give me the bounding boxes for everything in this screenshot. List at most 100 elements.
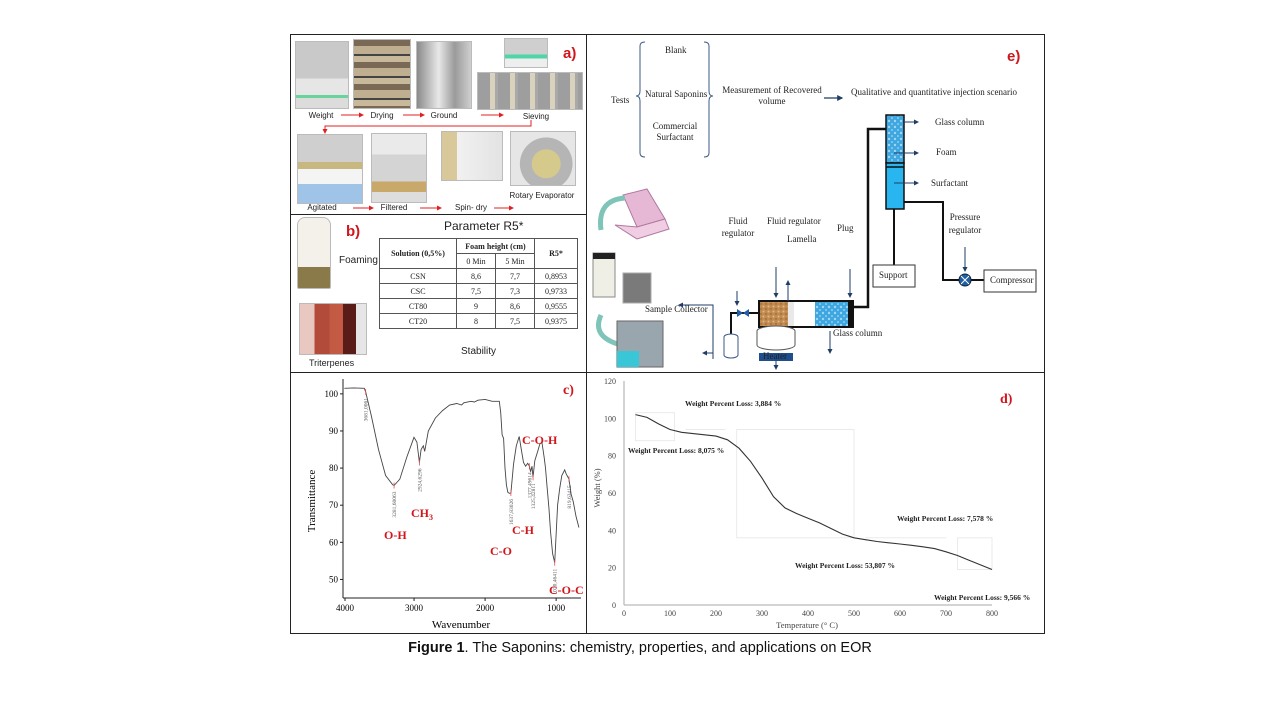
fluid-regulator-valve — [737, 309, 749, 317]
valve-x2 — [960, 275, 970, 285]
test-natural-saponins: Natural Saponins — [645, 89, 708, 99]
pipe-column-reactor — [853, 127, 886, 309]
cell-r5: 0,8953 — [534, 268, 578, 284]
tga-x-tick-label: 0 — [622, 609, 626, 618]
tests-label: Tests — [611, 95, 630, 105]
scenario-label: Qualitative and quantitative injection s… — [851, 87, 1017, 97]
eor-diagram — [592, 41, 1037, 370]
annotation-loss-8075: Weight Percent Loss: 8,075 % — [628, 446, 724, 455]
ch3-subscript: 3 — [429, 513, 433, 522]
pressure-regulator-label: Pressure regulator — [948, 212, 982, 235]
ftir-y-tick-label: 70 — [329, 500, 339, 510]
measurement-label: Measurement of Recovered volume — [722, 85, 822, 106]
ftir-y-tick-label: 50 — [329, 574, 339, 584]
cell-solution: CSN — [379, 268, 457, 284]
tga-y-tick-label: 60 — [608, 489, 616, 498]
ftir-x-tick-label: 1000 — [547, 603, 566, 613]
foam-plug — [815, 302, 848, 326]
bracket-right — [703, 41, 714, 158]
step-sieving: Sieving — [522, 112, 550, 121]
pipe-outlet — [730, 312, 759, 337]
photo-sieving — [477, 72, 583, 110]
tga-y-tick-label: 20 — [608, 564, 616, 573]
surfactant-label: Surfactant — [931, 178, 968, 188]
annotation-coc: C-O-C — [549, 583, 584, 597]
curved-arrow-bottom — [596, 313, 622, 348]
cell-0min: 7,5 — [456, 283, 496, 299]
fluid-regulator-1-label: Fluid regulator — [721, 216, 755, 238]
step-spin-dry: Spin- dry — [454, 203, 487, 212]
panel-e-eor-setup: e) — [587, 35, 1044, 373]
table-row: CT80 9 8,6 0,9555 — [379, 298, 578, 314]
foam-label: Foam — [936, 147, 957, 157]
support-box — [872, 264, 916, 288]
foaming-label: Foaming — [339, 255, 378, 266]
process-arrows — [322, 112, 532, 211]
table-row: CSN 8,6 7,7 0,8953 — [379, 268, 578, 284]
cell-solution: CSC — [379, 283, 457, 299]
tga-xlabel: Temperature (° C) — [776, 620, 838, 630]
th-5min: 5 Min — [495, 253, 535, 269]
tga-y-tick-label: 80 — [608, 452, 616, 461]
ftir-xlabel: Wavenumber — [432, 619, 491, 631]
annotation-loss-3884: Weight Percent Loss: 3,884 % — [685, 399, 781, 408]
arrow-sieving-agitated — [322, 120, 532, 134]
tga-step-guide — [635, 412, 675, 442]
cell-solution: CT80 — [379, 298, 457, 314]
th-r5: R5* — [534, 238, 578, 269]
tga-ylabel: Weight (%) — [592, 468, 602, 507]
photo-weight — [295, 41, 349, 109]
annotation-loss-7578: Weight Percent Loss: 7,578 % — [897, 514, 993, 523]
panel-e-label: e) — [1007, 48, 1021, 65]
panel-a-extraction-process: a) Weight Drying Ground Sieving Agitated… — [291, 35, 587, 215]
panel-c-label: c) — [563, 383, 574, 398]
compressor-box — [983, 269, 1037, 293]
annotation-ch: C-H — [512, 523, 535, 537]
th-solution: Solution (0,5%) — [379, 238, 457, 269]
tga-y-tick-label: 40 — [608, 526, 616, 535]
heater-plate — [759, 353, 793, 361]
tga-weight-curve — [635, 414, 993, 571]
lamella-label: Lamella — [787, 234, 817, 244]
ftir-y-tick-label: 100 — [325, 389, 339, 399]
caption-figure-number: Figure 1 — [408, 640, 465, 656]
photo-triterpenes-vials — [299, 303, 367, 355]
sample-collector-label: Sample Collector — [645, 304, 708, 314]
heater-label: Heater — [763, 351, 787, 361]
tga-y-tick-label: 0 — [612, 601, 616, 610]
photo-agitated — [297, 134, 363, 204]
caption-text: . The Saponins: chemistry, properties, a… — [464, 640, 872, 656]
glass-column-bottom-label: Glass column — [833, 328, 883, 338]
tga-y-tick-label: 120 — [604, 377, 616, 386]
figure-frame — [290, 34, 1045, 634]
photo-drying — [353, 39, 411, 109]
surfactant-column — [885, 162, 905, 210]
laptop-base — [614, 218, 670, 240]
stability-label: Stability — [461, 346, 497, 357]
annotation-coh: C-O-H — [522, 433, 558, 447]
ftir-x-tick-label: 2000 — [476, 603, 495, 613]
ftir-peak-label: 1377,49614 — [527, 472, 533, 498]
photo-foaming-bottle — [297, 217, 331, 289]
support-label: Support — [879, 270, 908, 280]
tga-step-guide — [957, 537, 993, 570]
plug-cap — [848, 301, 853, 327]
ftir-peak-label: 3681,0061 — [364, 398, 370, 422]
tga-x-tick-label: 700 — [940, 609, 952, 618]
ftir-peak-label: 1020,46411 — [553, 568, 559, 594]
figure-caption: Figure 1. The Saponins: chemistry, prope… — [0, 640, 1280, 656]
ftir-peak-label: 1325,42811 — [531, 483, 537, 509]
tga-x-tick-label: 500 — [848, 609, 860, 618]
lamella — [788, 302, 794, 326]
sand-pack — [760, 302, 788, 326]
panel-b-label: b) — [346, 223, 361, 240]
heater-bath — [756, 331, 796, 351]
cell-r5: 0,9375 — [534, 313, 578, 329]
tga-step-guide — [736, 429, 855, 539]
vials-caps — [593, 253, 615, 259]
cell-5min: 7,7 — [495, 268, 535, 284]
cell-r5: 0,9733 — [534, 283, 578, 299]
